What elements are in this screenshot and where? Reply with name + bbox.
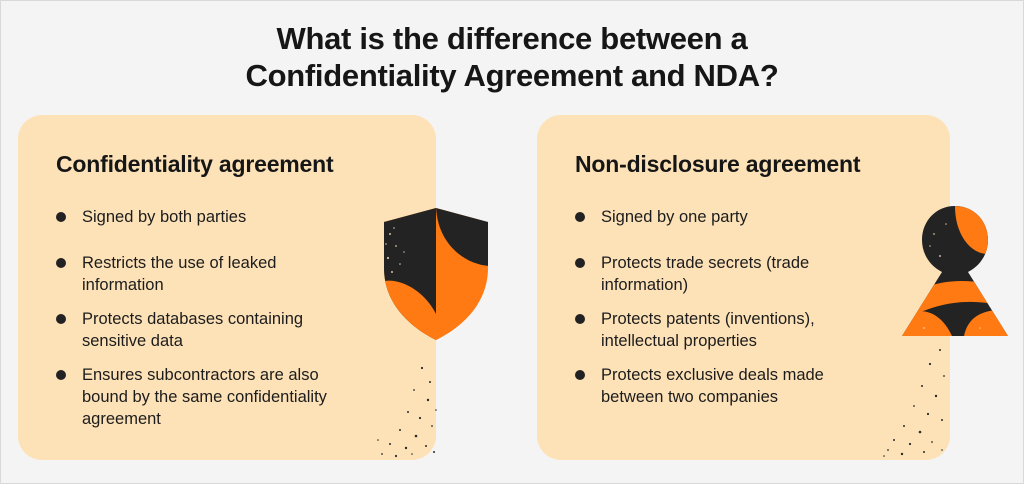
list-item-text: Protects trade secrets (trade informatio… <box>601 254 810 294</box>
list-item: Signed by one party <box>575 206 871 228</box>
bullet-icon <box>56 370 66 380</box>
confidentiality-agreement-heading: Confidentiality agreement <box>56 151 334 177</box>
bullet-icon <box>575 258 585 268</box>
bullet-icon <box>575 370 585 380</box>
page-title: What is the difference between a Confide… <box>0 20 1024 94</box>
list-item-text: Protects exclusive deals made between tw… <box>601 366 824 406</box>
bullet-icon <box>56 258 66 268</box>
list-item: Restricts the use of leaked information <box>56 252 357 296</box>
list-item-text: Signed by one party <box>601 208 748 226</box>
list-item: Signed by both parties <box>56 206 357 228</box>
list-item-text: Protects databases containing sensitive … <box>82 310 304 350</box>
list-item-text: Signed by both parties <box>82 208 247 226</box>
bullet-icon <box>56 314 66 324</box>
keyhole-icon <box>902 206 1008 336</box>
list-item-text: Ensures subcontractors are also bound by… <box>82 366 327 428</box>
confidentiality-agreement-card: Confidentiality agreement Signed by both… <box>18 115 436 460</box>
confidentiality-agreement-list: Signed by both parties Restricts the use… <box>56 206 436 430</box>
non-disclosure-agreement-list: Signed by one party Protects trade secre… <box>575 206 950 408</box>
list-item-text: Restricts the use of leaked information <box>82 254 277 294</box>
non-disclosure-agreement-card: Non-disclosure agreement Signed by one p… <box>537 115 950 460</box>
non-disclosure-agreement-heading: Non-disclosure agreement <box>575 151 861 177</box>
bullet-icon <box>56 212 66 222</box>
page-title-line-1: What is the difference between a <box>276 21 748 56</box>
list-item-text: Protects patents (inventions), intellect… <box>601 310 815 350</box>
list-item: Protects databases containing sensitive … <box>56 308 357 352</box>
list-item: Protects patents (inventions), intellect… <box>575 308 871 352</box>
shield-icon <box>384 208 488 340</box>
bullet-icon <box>575 212 585 222</box>
page-title-line-2: Confidentiality Agreement and NDA? <box>245 58 779 93</box>
list-item: Protects exclusive deals made between tw… <box>575 364 871 408</box>
list-item: Ensures subcontractors are also bound by… <box>56 364 357 430</box>
bullet-icon <box>575 314 585 324</box>
list-item: Protects trade secrets (trade informatio… <box>575 252 871 296</box>
